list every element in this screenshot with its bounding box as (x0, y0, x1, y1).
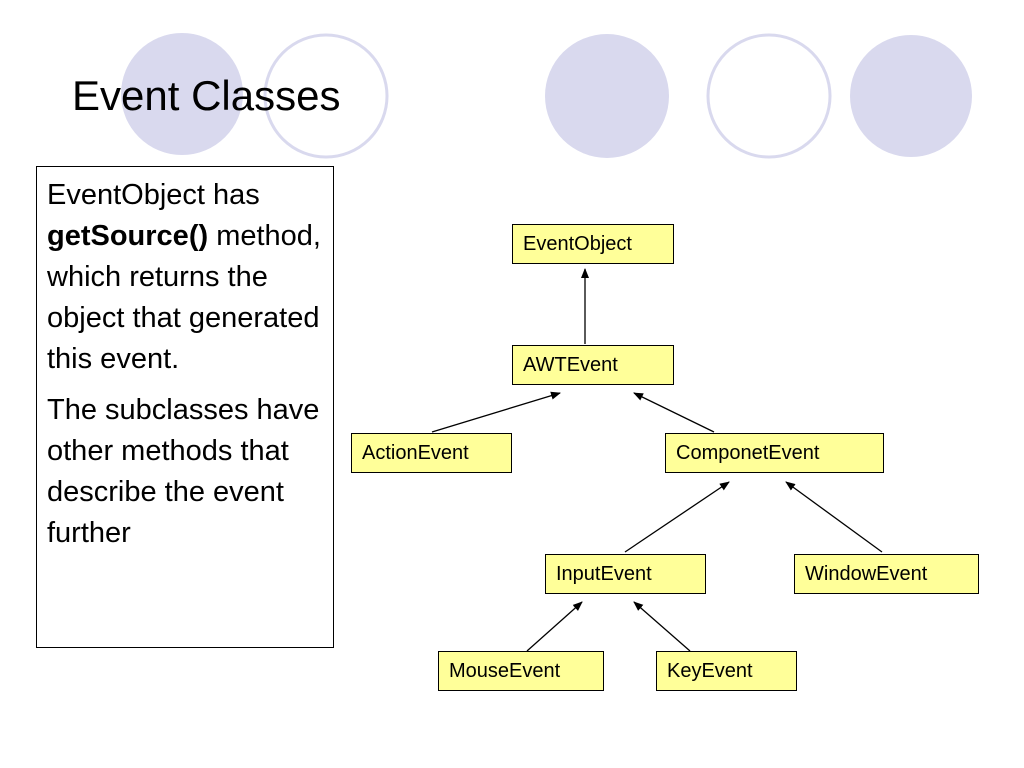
edge-windowevent-to-componetevent (785, 481, 883, 553)
description-textbox: EventObject has getSource() method, whic… (36, 166, 334, 648)
node-mouseevent: MouseEvent (438, 651, 604, 691)
node-eventobject: EventObject (512, 224, 674, 264)
description-suffix: method, which returns the object that ge… (47, 220, 321, 375)
method-name: getSource() (47, 220, 209, 252)
edge-actionevent-to-awtevent (431, 391, 561, 433)
decor-circle-filled (850, 35, 972, 157)
node-inputevent: InputEvent (545, 554, 706, 594)
edge-componetevent-to-awtevent (633, 392, 715, 433)
node-awtevent: AWTEvent (512, 345, 674, 385)
edge-inputevent-to-componetevent (624, 481, 730, 553)
decor-circle-filled (121, 33, 243, 155)
decor-circle-outline (263, 33, 389, 159)
node-windowevent: WindowEvent (794, 554, 979, 594)
decor-circle-filled (545, 34, 669, 158)
node-componetevent: ComponetEvent (665, 433, 884, 473)
node-actionevent: ActionEvent (351, 433, 512, 473)
decorative-circles (121, 33, 972, 159)
node-keyevent: KeyEvent (656, 651, 797, 691)
description-prefix: EventObject has (47, 179, 260, 211)
edge-keyevent-to-inputevent (633, 601, 691, 652)
description-paragraph-2: The subclasses have other methods that d… (47, 394, 320, 549)
slide-title: Event Classes (72, 72, 341, 119)
decor-circle-outline (706, 33, 832, 159)
description-paragraph-1: EventObject has getSource() method, whic… (47, 175, 323, 380)
edge-mouseevent-to-inputevent (526, 601, 583, 652)
